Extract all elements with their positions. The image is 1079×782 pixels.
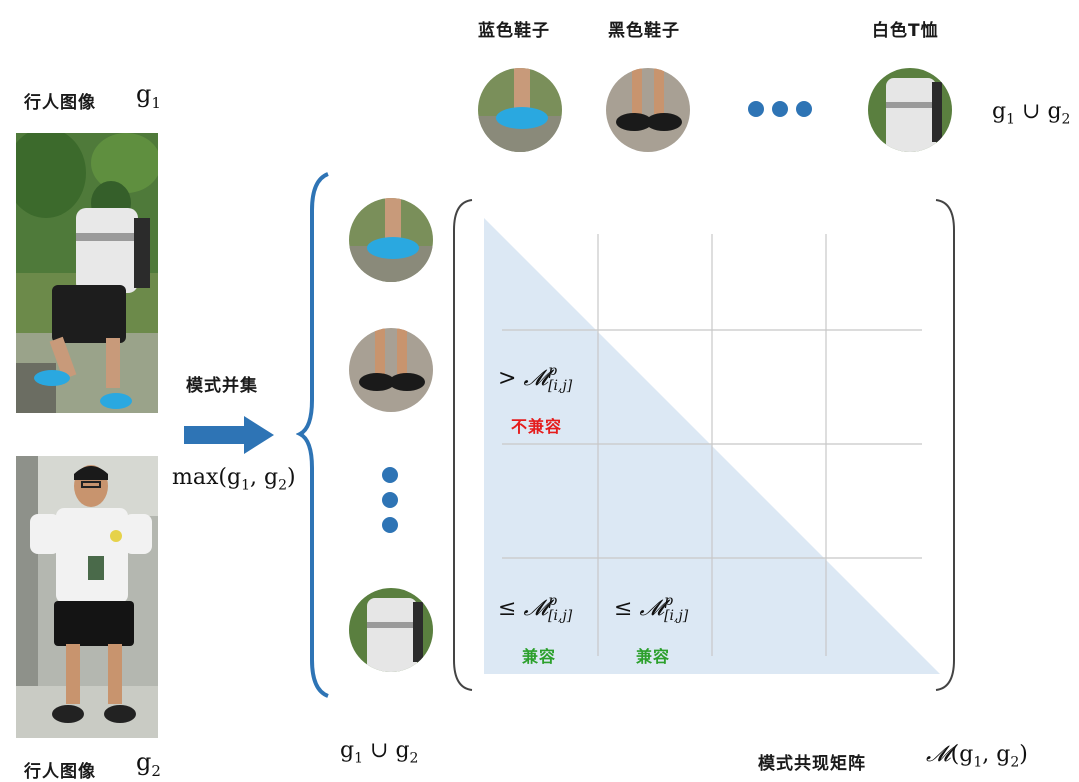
white-tshirt-thumbnail-icon: [868, 68, 952, 152]
matrix-grid: [502, 234, 922, 656]
incompatible-tag-text: 不兼容: [511, 417, 563, 436]
person2-label-text: 行人图像: [24, 762, 96, 782]
upper-scripts: p[i,j]: [548, 364, 572, 394]
matrix-symbol-open: (g: [950, 742, 974, 767]
top-union-s1: 1: [1006, 111, 1016, 128]
upper-sub: [i,j]: [548, 378, 573, 394]
bottom-union-label: g1 ∪ g2: [340, 738, 418, 766]
lower1-sub: [i,j]: [664, 608, 689, 624]
arrow-label-text: 模式并集: [186, 376, 258, 396]
compatible-tag-0-text: 兼容: [522, 647, 557, 666]
lower1-sym: ≤: [614, 596, 640, 621]
person1-label: 行人图像: [24, 88, 96, 113]
incompatible-tag: 不兼容: [511, 413, 562, 437]
co-occurrence-matrix: [453, 199, 955, 691]
person1-photo-graphic: [16, 133, 158, 413]
black-shoes-row-thumbnail-icon: [349, 328, 433, 412]
lower1-M: 𝓜: [639, 596, 665, 621]
person2-label: 行人图像: [24, 757, 96, 782]
person1-set: g1: [136, 80, 161, 112]
matrix-symbol-comma: , g: [982, 742, 1011, 767]
max-sub1: 1: [241, 477, 250, 494]
bottom-union-op: ∪: [370, 738, 389, 763]
top-union-op: ∪: [1022, 99, 1041, 124]
more-dot-icon: [748, 101, 764, 117]
pattern-label-blue-shoes: 蓝色鞋子: [478, 16, 550, 41]
matrix-symbol-close: ): [1019, 742, 1028, 767]
upper-sup: p: [548, 363, 558, 379]
union-arrow-icon: [184, 416, 274, 454]
compatible-tag-1: 兼容: [636, 643, 670, 667]
pattern-label-1: 黑色鞋子: [608, 21, 680, 41]
blue-shoes-thumbnail-icon: [478, 68, 562, 152]
bottom-union-g1: g: [340, 738, 355, 763]
more-dot-icon: [772, 101, 788, 117]
black-shoes-thumbnail-icon: [606, 68, 690, 152]
matrix-symbol-M: 𝓜: [926, 742, 951, 767]
pattern-label-0: 蓝色鞋子: [478, 21, 550, 41]
right-paren-icon: [935, 199, 955, 691]
upper-M: 𝓜: [523, 366, 549, 391]
max-func: max(g: [172, 465, 242, 490]
curly-brace-icon: [296, 172, 329, 698]
lower1-scripts: p[i,j]: [664, 594, 688, 624]
top-union-g1: g: [992, 99, 1007, 124]
person1-set-g: g: [136, 80, 152, 108]
blue-shoes-row-thumbnail-icon: [349, 198, 433, 282]
pattern-label-white-tshirt: 白色T恤: [872, 16, 939, 41]
more-dot-icon: [382, 517, 398, 533]
white-tshirt-row-thumbnail-icon: [349, 588, 433, 672]
bottom-union-g2: g: [395, 738, 410, 763]
matrix-symbol: 𝓜(g1, g2): [926, 742, 1028, 770]
lower0-sym: ≤: [498, 596, 524, 621]
lower0-sub: [i,j]: [548, 608, 573, 624]
person2-photo-graphic: [16, 456, 158, 738]
more-dot-icon: [382, 492, 398, 508]
upper-sym: >: [498, 366, 524, 391]
more-dot-icon: [796, 101, 812, 117]
top-union-s2: 2: [1061, 111, 1071, 128]
compatible-tag-0: 兼容: [522, 643, 556, 667]
compatible-tag-1-text: 兼容: [636, 647, 671, 666]
bottom-union-s1: 1: [354, 750, 364, 767]
lower0-sup: p: [548, 593, 558, 609]
lower0-M: 𝓜: [523, 596, 549, 621]
lower0-scripts: p[i,j]: [548, 594, 572, 624]
bottom-union-s2: 2: [409, 750, 419, 767]
top-union-label: g1 ∪ g2: [992, 99, 1070, 127]
pattern-label-black-shoes: 黑色鞋子: [608, 16, 680, 41]
max-sub2: 2: [278, 477, 287, 494]
max-comma: , g: [249, 465, 279, 490]
left-paren-icon: [453, 199, 473, 691]
person2-photo: [16, 456, 158, 738]
max-expression: max(g1, g2): [172, 465, 296, 493]
person2-set-g: g: [136, 748, 152, 776]
person1-photo: [16, 133, 158, 413]
pattern-label-2: 白色T恤: [872, 21, 939, 41]
person1-set-sub: 1: [151, 93, 161, 112]
lower1-sup: p: [664, 593, 674, 609]
person2-set-sub: 2: [151, 761, 161, 780]
matrix-title: 模式共现矩阵: [758, 749, 866, 774]
top-union-g2: g: [1047, 99, 1062, 124]
matrix-symbol-s2: 2: [1010, 754, 1020, 771]
arrow-label: 模式并集: [186, 371, 258, 396]
max-close: ): [286, 465, 296, 490]
person2-set: g2: [136, 748, 161, 780]
matrix-title-text: 模式共现矩阵: [758, 754, 866, 774]
person1-label-text: 行人图像: [24, 93, 96, 113]
matrix-symbol-s1: 1: [973, 754, 983, 771]
more-dot-icon: [382, 467, 398, 483]
